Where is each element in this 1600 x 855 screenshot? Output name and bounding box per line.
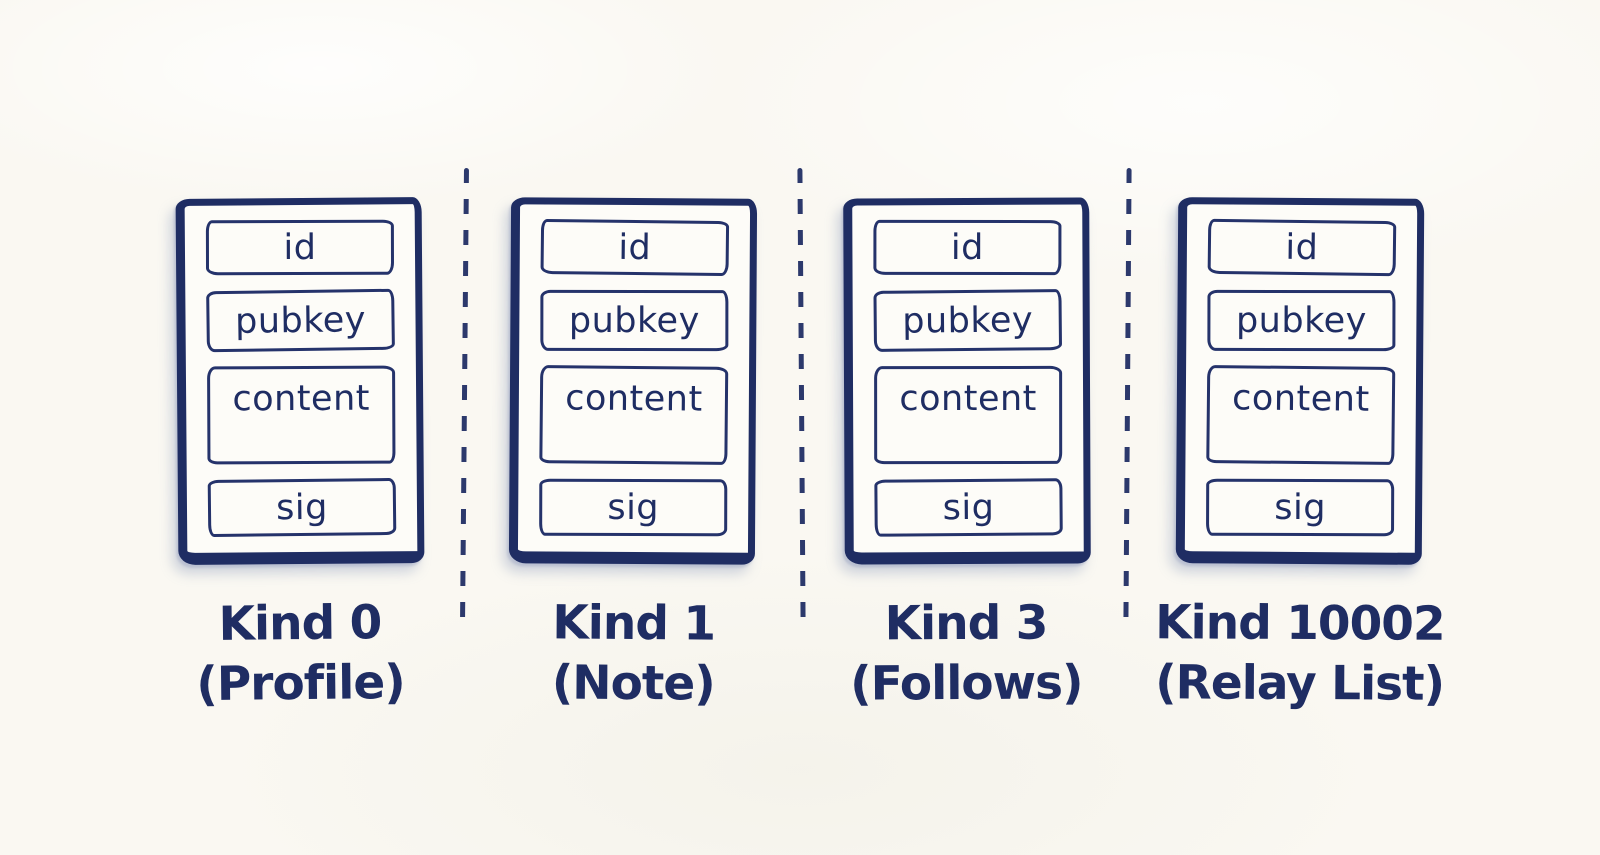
event-card-kind-1: id pubkey content sig [509,197,758,565]
field-pubkey: pubkey [873,289,1062,352]
field-sig: sig [873,478,1063,537]
kind-title: Kind 0 [218,595,382,652]
field-id: id [1207,218,1397,277]
event-card-kind-0: id pubkey content sig [175,197,425,565]
event-card-kind-10002: id pubkey content sig [1175,197,1425,565]
kind-label-10002: Kind 10002 (Relay List) [1155,593,1445,715]
field-id: id [873,219,1062,276]
kind-subtitle: (Note) [551,655,715,712]
column-kind-10002: id pubkey content sig Kind 10002 (Relay … [1150,197,1450,715]
field-content: content [1206,365,1396,465]
field-pubkey: pubkey [1207,289,1396,352]
kind-subtitle: (Relay List) [1155,655,1445,712]
field-id: id [205,219,395,276]
field-content: content [873,365,1062,465]
field-sig: sig [207,477,397,538]
column-kind-1: id pubkey content sig Kind 1 (Note) [483,197,783,714]
kind-label-1: Kind 1 (Note) [551,593,715,714]
kind-title: Kind 10002 [1155,595,1446,652]
kind-subtitle: (Profile) [195,655,405,713]
event-card-kind-3: id pubkey content sig [842,197,1091,565]
kind-title: Kind 1 [551,595,716,652]
field-pubkey: pubkey [540,289,729,352]
field-content: content [207,365,396,465]
field-pubkey: pubkey [206,288,395,353]
kind-label-3: Kind 3 (Follows) [850,593,1083,715]
field-sig: sig [539,478,728,537]
field-content: content [539,365,729,465]
kind-label-0: Kind 0 (Profile) [195,593,405,715]
field-id: id [540,218,730,277]
field-sig: sig [1206,478,1395,537]
kind-subtitle: (Follows) [850,655,1084,712]
column-kind-0: id pubkey content sig Kind 0 (Profile) [150,197,450,715]
card-row: id pubkey content sig Kind 0 (Profile) i… [150,197,1450,715]
column-kind-3: id pubkey content sig Kind 3 (Follows) [817,197,1117,715]
kind-title: Kind 3 [884,595,1048,652]
